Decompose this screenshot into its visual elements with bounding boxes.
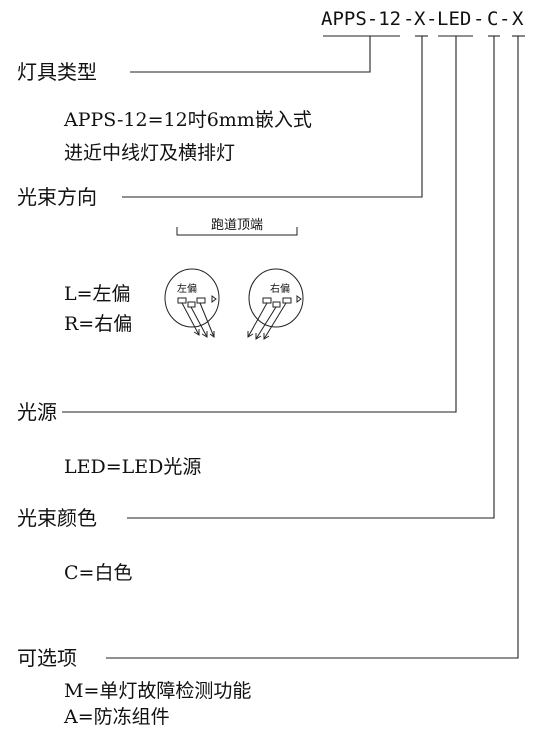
connector-fixture-type [130,36,371,73]
section-options: 可选项 M=单灯故障检测功能 A=防冻组件 [17,646,251,728]
section-beam-color: 光束颜色 C=白色 [17,506,132,584]
section-line: R=右偏 [64,313,132,335]
beam-arrowhead [263,333,270,340]
lamp-marker [211,295,217,303]
code-separator: - [499,8,510,30]
product-code: APPS-12 - X - LED - C - X [321,8,524,30]
beam-line [190,306,208,338]
section-light-source: 光源 LED=LED光源 [17,400,201,478]
beam-arrowhead [201,331,208,338]
section-heading: 可选项 [17,646,77,670]
code-part-beam-direction: X [414,8,426,30]
section-heading: 光源 [17,400,57,424]
lamp-window [282,297,292,304]
connector-lines [62,36,519,659]
beam-line [181,302,200,336]
beam-line [263,302,287,340]
left-offset-lamp-illustration: 左偏 [164,268,220,338]
section-line: M=单灯故障检测功能 [64,680,251,702]
beam-arrowhead [255,333,262,340]
connector-beam-direction [122,36,423,198]
right-offset-lamp-illustration: 右偏 [247,268,304,340]
section-heading: 光束方向 [17,185,97,209]
section-heading: 灯具类型 [17,60,97,84]
section-beam-direction: 光束方向 跑道顶端 L=左偏 R=右偏 左偏 右偏 [17,185,304,340]
code-separator: - [473,8,484,30]
section-line: LED=LED光源 [64,456,201,478]
code-part-series: APPS-12 [321,8,401,30]
code-separator: - [426,8,437,30]
section-fixture-type: 灯具类型 APPS-12=12吋6mm嵌入式 进近中线灯及横排灯 [17,60,312,164]
lamp-window [272,301,281,308]
beam-arrowhead [193,329,200,336]
lamp-label: 右偏 [270,282,290,295]
section-line: 进近中线灯及横排灯 [64,142,235,164]
lamp-window [187,301,196,308]
connector-light-source [62,36,457,413]
code-separator: - [403,8,414,30]
beam-line [255,306,277,340]
code-part-light-source: LED [437,8,471,30]
beam-arrowhead [209,331,215,338]
lamp-circle [248,268,304,328]
runway-end-bracket: 跑道顶端 [176,218,298,236]
code-part-options: X [512,8,524,30]
code-part-beam-color: C [487,8,498,30]
lamp-marker [296,295,302,303]
connector-options [106,36,519,659]
bracket-line [176,227,298,236]
lamp-window [177,297,187,304]
connector-beam-color [127,36,495,519]
section-line: APPS-12=12吋6mm嵌入式 [63,109,312,131]
section-line: C=白色 [64,562,132,584]
runway-end-label: 跑道顶端 [211,218,263,233]
section-line: A=防冻组件 [63,706,170,728]
lamp-label: 左偏 [177,282,197,295]
lamp-window [262,297,272,304]
lamp-circle [164,268,220,328]
beam-line [247,302,268,338]
beam-arrowhead [247,331,254,338]
beam-line [199,302,215,338]
lamp-window [196,297,206,304]
section-heading: 光束颜色 [17,506,97,530]
section-line: L=左偏 [64,283,131,305]
